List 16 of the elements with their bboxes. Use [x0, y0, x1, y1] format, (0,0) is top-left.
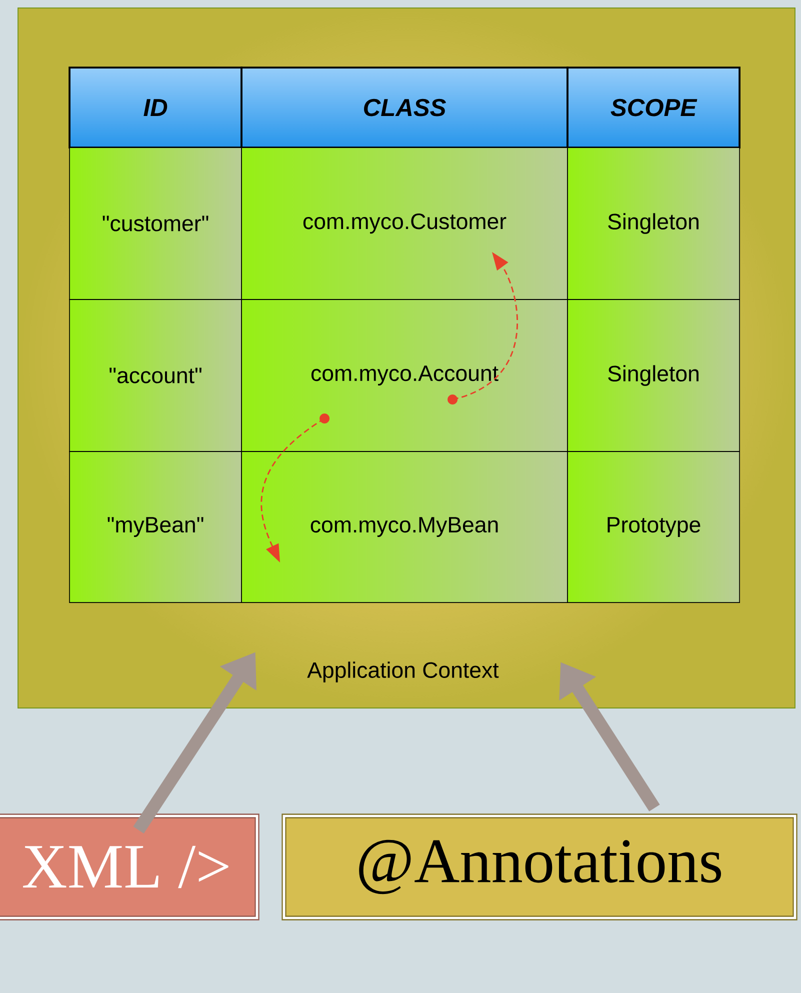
table-cell: "account": [69, 299, 242, 452]
table-cell: "myBean": [69, 451, 242, 603]
source-box: XML />: [0, 814, 260, 920]
table-cell: com.myco.Customer: [241, 147, 568, 300]
dependency-arrow: [448, 252, 518, 405]
table-cell: com.myco.Account: [241, 299, 568, 452]
dependency-arrow: [260, 414, 330, 562]
header-cell: SCOPE: [566, 66, 740, 148]
table-cell: com.myco.MyBean: [241, 451, 568, 603]
header-cell: ID: [68, 66, 242, 148]
table-cell: Prototype: [567, 451, 740, 603]
header-cell: CLASS: [240, 66, 568, 148]
table-cell: "customer": [69, 147, 242, 300]
table-cell: Singleton: [567, 147, 740, 300]
table-cell: Singleton: [567, 299, 740, 452]
source-box: @Annotations: [282, 814, 798, 920]
